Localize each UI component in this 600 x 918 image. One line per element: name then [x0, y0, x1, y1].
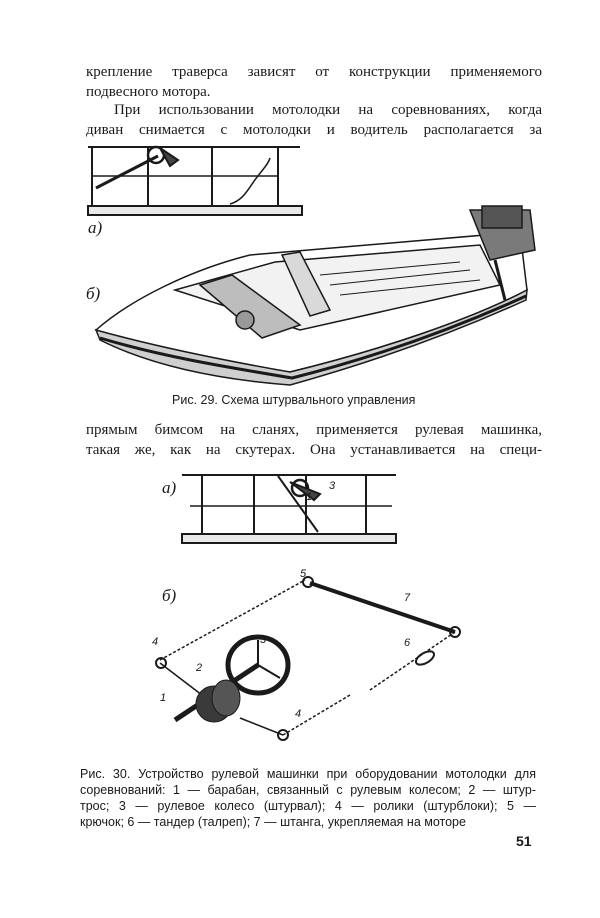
- paragraph-3-line-1: прямым бимсом на сланях, применяется рул…: [86, 422, 542, 438]
- paragraph-3-line-2: такая же, как на скутерах. Она устанавли…: [86, 442, 542, 458]
- figure-29-label-a: а): [88, 218, 103, 237]
- figure-30b-callout-4-right: 4: [295, 708, 302, 720]
- figure-30b-callout-1: 1: [160, 692, 167, 704]
- paragraph-1-line-2: подвесного мотора.: [86, 84, 211, 100]
- paragraph-3: прямым бимсом на сланях, применяется рул…: [86, 420, 542, 460]
- figure-30-caption-line-1: Рис. 30. Устройство рулевой машинки при …: [80, 767, 536, 781]
- figure-30b-mechanism: [155, 576, 461, 741]
- figure-29-label-b: б): [86, 284, 101, 303]
- figure-29-caption: Рис. 29. Схема штурвального управления: [172, 393, 416, 407]
- figure-30-caption-line-4: крючок; 6 — тандер (талреп); 7 — штанга,…: [80, 815, 466, 829]
- figure-30-caption: Рис. 30. Устройство рулевой машинки при …: [80, 766, 536, 830]
- figure-29a-frame: [87, 145, 303, 216]
- figure-30b-callout-3: 3: [260, 634, 267, 646]
- figure-30b-callout-2: 2: [196, 662, 203, 674]
- figure-30a-frame: [181, 474, 397, 544]
- figure-30b-callout-4-left: 4: [152, 636, 159, 648]
- figure-30-caption-line-3: трос; 3 — рулевое колесо (штурвал); 4 — …: [80, 799, 536, 813]
- figure-30b-callout-6: 6: [404, 637, 411, 649]
- page-number: 51: [516, 833, 532, 849]
- figure-29b-boat: [94, 205, 536, 386]
- paragraph-1: крепление траверса зависят от конструкци…: [86, 62, 542, 102]
- figure-30b-callout-7: 7: [404, 592, 411, 604]
- figure-30a-callout-1: 1: [306, 491, 313, 503]
- paragraph-1-line-1: крепление траверса зависят от конструкци…: [86, 64, 542, 80]
- figure-30-label-a: а): [162, 478, 177, 497]
- figure-30b-callout-5: 5: [300, 568, 307, 580]
- figure-30a-callout-3: 3: [329, 480, 336, 492]
- paragraph-2-line-1: При использовании мотолодки на соревнова…: [114, 102, 542, 118]
- figure-30-label-b: б): [162, 586, 177, 605]
- paragraph-2-line-2: диван снимается с мотолодки и водитель р…: [86, 122, 542, 138]
- paragraph-2: При использовании мотолодки на соревнова…: [86, 100, 542, 140]
- figure-30-caption-line-2: соревнований: 1 — барабан, связанный с р…: [80, 783, 536, 797]
